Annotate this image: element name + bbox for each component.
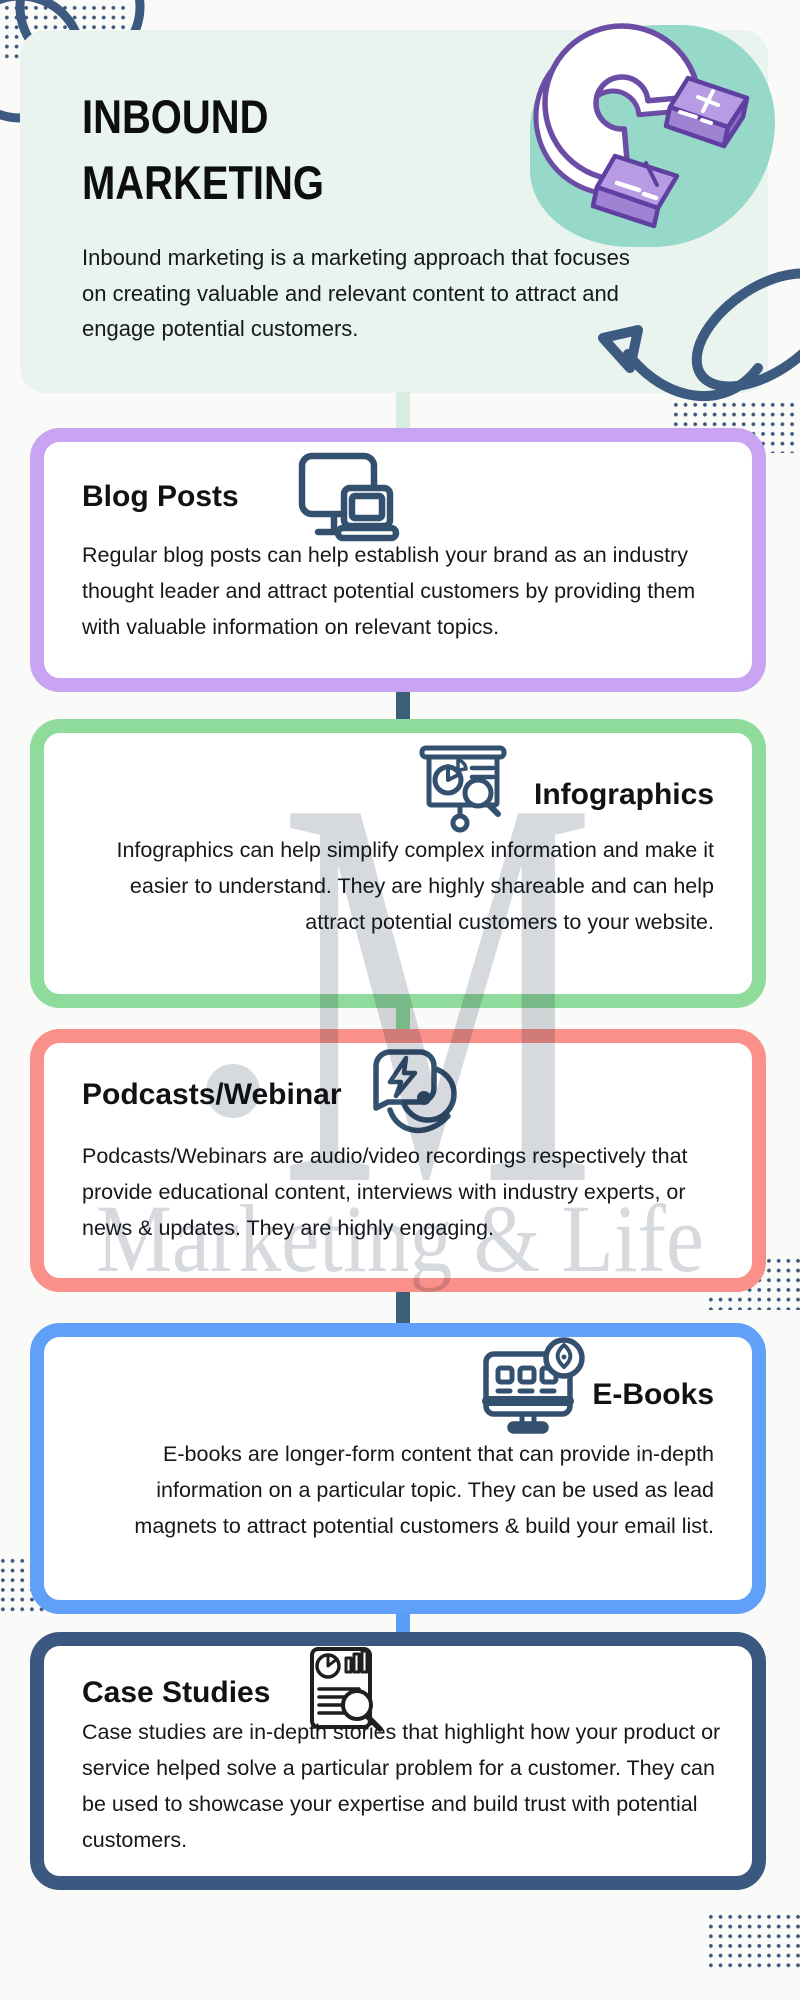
monitor-pen-icon bbox=[482, 1337, 585, 1434]
card-title-podcasts-webinar: Podcasts/Webinar bbox=[82, 1078, 342, 1111]
card-body-podcasts-webinar: Podcasts/Webinars are audio/video record… bbox=[82, 1144, 688, 1240]
report-magnifier-icon bbox=[310, 1647, 383, 1732]
card-case-studies bbox=[30, 1632, 766, 1890]
connector-card1-card2 bbox=[396, 690, 410, 721]
card-body-infographics: Infographics can help simplify complex i… bbox=[116, 838, 714, 934]
card-title-blog-posts: Blog Posts bbox=[82, 480, 239, 513]
card-body-e-books: E-books are longer-form content that can… bbox=[134, 1442, 714, 1538]
card-title-e-books: E-Books bbox=[592, 1378, 714, 1411]
card-title-case-studies: Case Studies bbox=[82, 1676, 271, 1709]
page-description: Inbound marketing is a marketing approac… bbox=[82, 245, 630, 341]
card-blog-posts bbox=[30, 428, 766, 692]
connector-card4-card5 bbox=[396, 1610, 410, 1634]
dot-grid-bottom-right bbox=[706, 1912, 800, 1968]
page-title: INBOUND MARKETING bbox=[82, 90, 324, 209]
card-e-books bbox=[30, 1323, 766, 1614]
arrow-doodle bbox=[598, 268, 800, 402]
card-title-infographics: Infographics bbox=[533, 778, 714, 811]
speech-bubble-bolt-icon bbox=[373, 1049, 457, 1134]
presentation-chart-icon bbox=[419, 745, 507, 833]
connector-card3-card4 bbox=[396, 1290, 410, 1325]
connector-card2-card3 bbox=[396, 1006, 410, 1031]
magnet-illustration bbox=[533, 23, 750, 229]
monitor-laptop-icon bbox=[298, 452, 400, 542]
card-body-blog-posts: Regular blog posts can help establish yo… bbox=[82, 543, 696, 639]
connector-header-card1 bbox=[396, 392, 410, 430]
card-infographics bbox=[30, 719, 766, 1008]
card-body-case-studies: Case studies are in-depth stories that h… bbox=[82, 1720, 721, 1852]
